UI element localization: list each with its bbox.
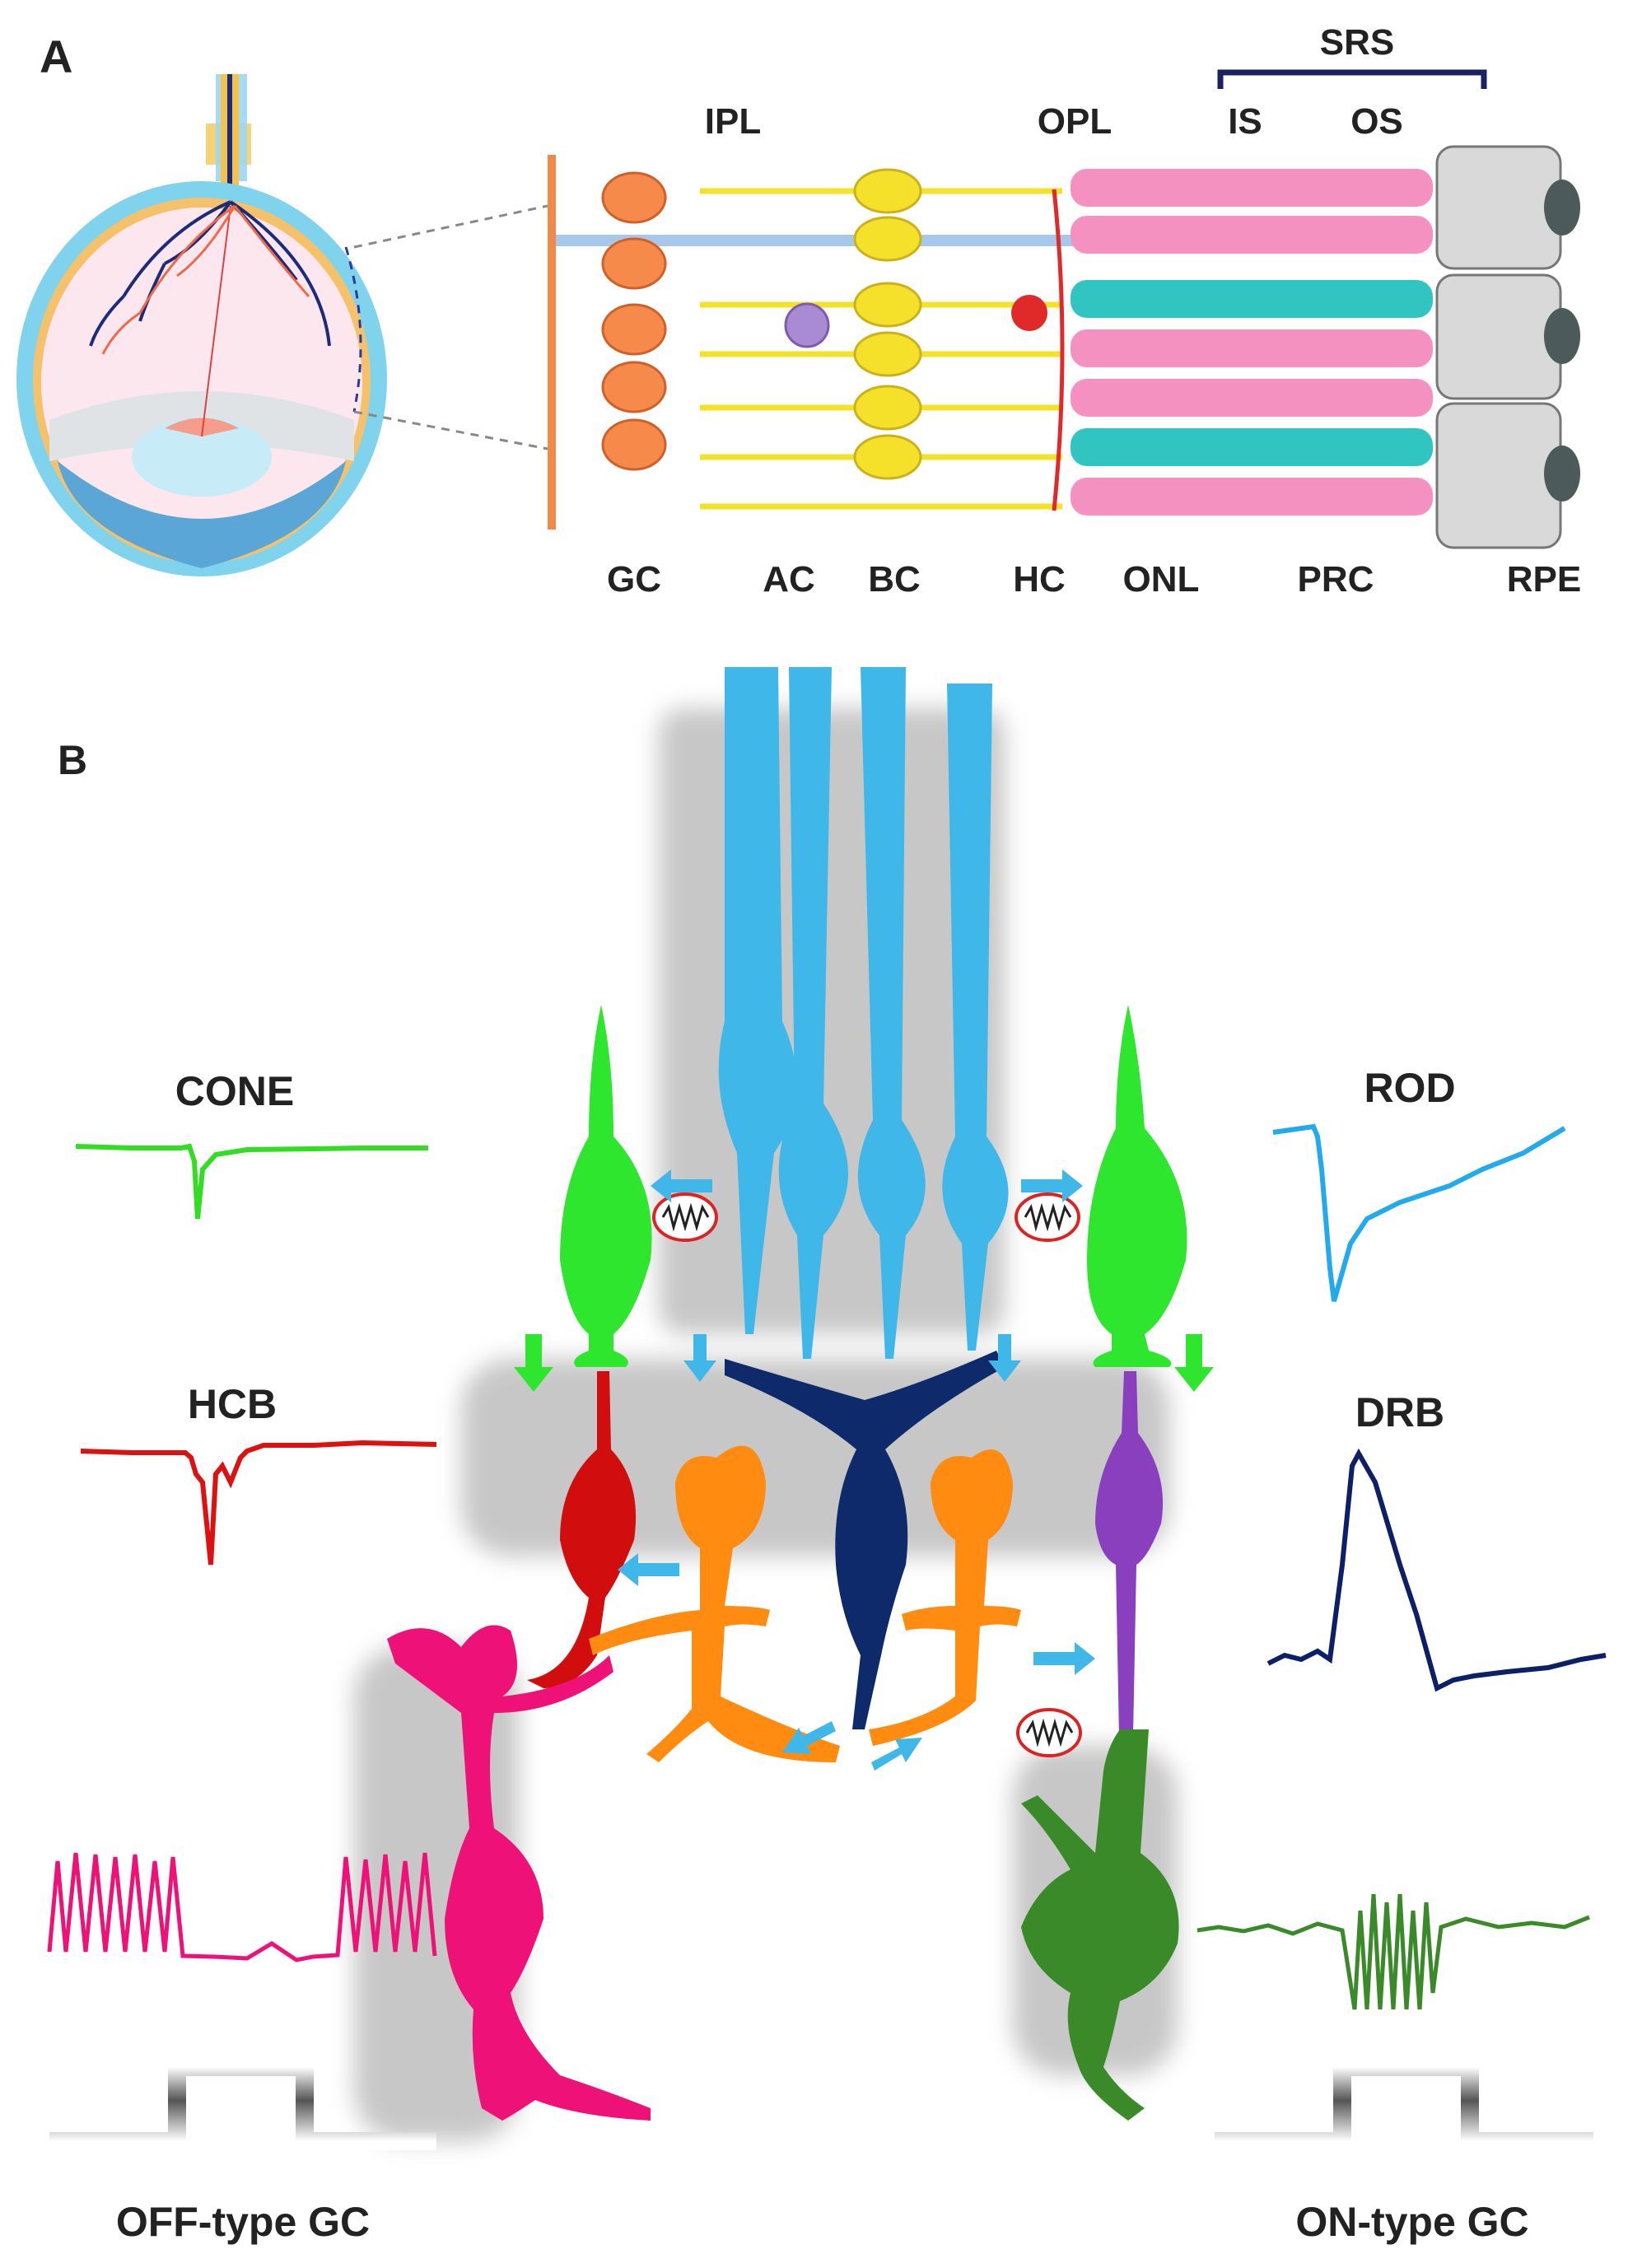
arrow-rod-to-cone-right: [1021, 1169, 1083, 1202]
arrow-cone-down-left: [514, 1334, 553, 1392]
arrow-rod-bipolar-to-amacrine-left: [782, 1721, 836, 1754]
label-is: IS: [1228, 101, 1262, 142]
rod-cell-2: [778, 667, 848, 1359]
rod-cell-1: [718, 667, 797, 1334]
rod-bipolar-cell: [725, 1351, 1005, 1729]
label-rpe: RPE: [1507, 559, 1581, 600]
hcb-trace: [80, 1440, 437, 1566]
zoom-line-bottom: [353, 410, 548, 450]
signal-arrows: [514, 1169, 1214, 1771]
hcb-label: HCB: [188, 1381, 277, 1427]
on-gc-trace: [1197, 1893, 1590, 2010]
label-ac: AC: [763, 559, 815, 600]
on-stimulus-step: [1215, 2058, 1593, 2150]
panel-a-letter: A: [40, 30, 72, 82]
label-ipl: IPL: [705, 101, 761, 142]
cone-label: CONE: [175, 1068, 294, 1114]
label-opl: OPL: [1038, 101, 1112, 142]
arrow-amacrine-to-on-bipolar: [1033, 1642, 1095, 1675]
rod-cell-4: [942, 684, 1009, 1351]
amacrine-cell-right: [869, 1449, 1021, 1746]
rpe-cells: [1435, 145, 1580, 549]
label-os: OS: [1350, 101, 1403, 142]
drb-label: DRB: [1355, 1389, 1444, 1435]
panel-b-letter: B: [58, 737, 87, 783]
eyeball-illustration: [16, 74, 387, 576]
arrow-amacrine-to-off-bipolar: [618, 1553, 679, 1586]
on-ganglion-cell: [1021, 1729, 1179, 2121]
arrow-rod-down-right: [988, 1334, 1021, 1382]
off-gc-label: OFF-type GC: [116, 2199, 370, 2245]
zoom-line-top: [353, 204, 548, 249]
rod-cell-3: [857, 667, 926, 1359]
retina-layers-illustration: [548, 145, 1580, 549]
rod-trace: [1272, 1123, 1566, 1302]
off-gc-trace: [47, 1852, 437, 1962]
arrow-rod-to-cone-left: [651, 1169, 712, 1202]
rod-cells: [718, 667, 1009, 1359]
srs-bracket: [1217, 69, 1487, 89]
photoreceptors: [1071, 169, 1433, 516]
on-gc-label: ON-type GC: [1295, 2199, 1528, 2245]
label-bc: BC: [868, 559, 921, 600]
cone-cell-left: [560, 1005, 652, 1367]
gap-junctions: [652, 1192, 1082, 1757]
off-ganglion-cell: [387, 1625, 651, 2121]
stimulus-traces: [49, 2058, 1593, 2150]
cone-cells: [560, 1005, 1187, 1367]
response-traces: [47, 1123, 1607, 2010]
arrow-rod-down-left: [683, 1334, 716, 1382]
panel-a: A: [16, 22, 1581, 600]
arrow-cone-down-right: [1174, 1334, 1214, 1392]
label-prc: PRC: [1298, 559, 1374, 600]
panel-b: B: [47, 667, 1607, 2245]
off-stimulus-step: [49, 2058, 436, 2150]
amacrine-cell-left: [589, 1445, 840, 1762]
off-bipolar-cell: [527, 1371, 637, 1688]
cone-trace: [75, 1143, 428, 1220]
on-bipolar-cell: [1095, 1371, 1164, 1804]
label-hc: HC: [1013, 559, 1066, 600]
arrow-rod-bipolar-to-amacrine-right: [871, 1738, 922, 1771]
cone-cell-right: [1087, 1005, 1187, 1367]
amacrine-cells: [589, 1445, 1021, 1762]
drb-trace: [1266, 1448, 1607, 1692]
rod-label: ROD: [1364, 1065, 1455, 1111]
label-onl: ONL: [1123, 559, 1200, 600]
srs-label: SRS: [1320, 22, 1394, 63]
label-gc: GC: [607, 559, 661, 600]
